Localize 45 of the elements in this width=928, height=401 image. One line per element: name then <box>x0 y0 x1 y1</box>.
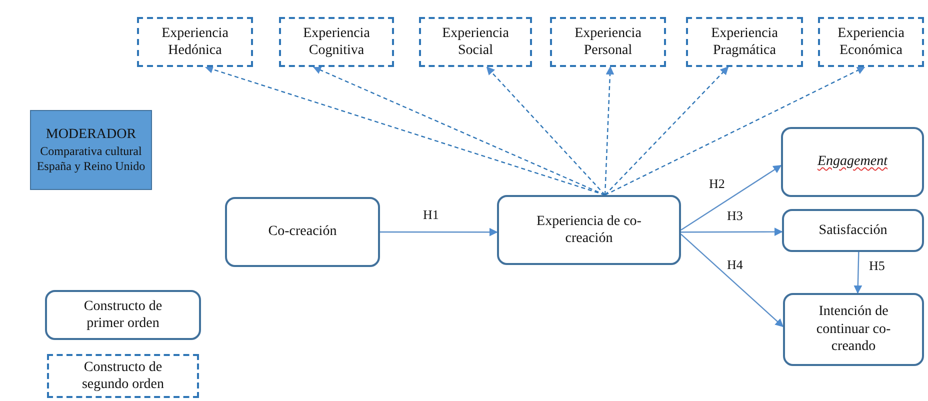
arrow <box>486 66 606 196</box>
edge-label: H1 <box>422 208 440 221</box>
construct-box <box>783 293 924 366</box>
edge-label: H3 <box>726 209 744 222</box>
construct-label: Constructo de segundo orden <box>80 358 166 394</box>
construct-box <box>497 195 681 265</box>
dashed-construct-box <box>279 17 394 67</box>
arrow <box>680 234 784 328</box>
construct-box <box>782 209 924 252</box>
construct-label: Experiencia Económica <box>836 24 906 60</box>
construct-label: Satisfacción <box>818 222 888 240</box>
arrow <box>854 252 862 294</box>
edge-label: H4 <box>726 258 744 271</box>
arrow <box>604 66 614 196</box>
dashed-construct-box <box>137 17 253 67</box>
arrow <box>312 66 606 196</box>
construct-label: Engagement <box>818 153 888 171</box>
construct-label: Experiencia Pragmática <box>710 24 779 60</box>
construct-label: Experiencia de co-creación <box>536 212 642 248</box>
dashed-construct-box <box>818 17 924 67</box>
construct-box <box>225 197 380 267</box>
construct-label: Experiencia Cognitiva <box>302 24 371 60</box>
arrow <box>680 165 782 230</box>
moderator-title: MODERADOR <box>46 126 136 144</box>
arrow <box>380 228 498 236</box>
construct-label: Experiencia Social <box>441 24 510 60</box>
construct-label: Intención de continuar co-creando <box>815 303 892 356</box>
arrow <box>604 66 866 196</box>
edge-label: H2 <box>708 177 726 190</box>
arrow <box>204 65 606 196</box>
dashed-construct-box <box>686 17 803 67</box>
dashed-construct-box <box>47 354 199 398</box>
arrow <box>681 228 783 236</box>
moderator-box <box>30 110 152 190</box>
construct-label: Experiencia Personal <box>574 24 642 60</box>
arrow <box>604 66 729 196</box>
construct-box <box>781 127 924 197</box>
moderator-text: Comparativa cultural España y Reino Unido <box>36 144 146 174</box>
construct-label: Co-creación <box>268 223 337 241</box>
edge-label: H5 <box>868 259 886 272</box>
dashed-construct-box <box>419 17 532 67</box>
construct-box <box>45 290 201 340</box>
dashed-construct-box <box>550 17 666 67</box>
construct-label: Constructo de primer orden <box>82 298 164 332</box>
construct-label: Experiencia Hedónica <box>160 24 230 60</box>
